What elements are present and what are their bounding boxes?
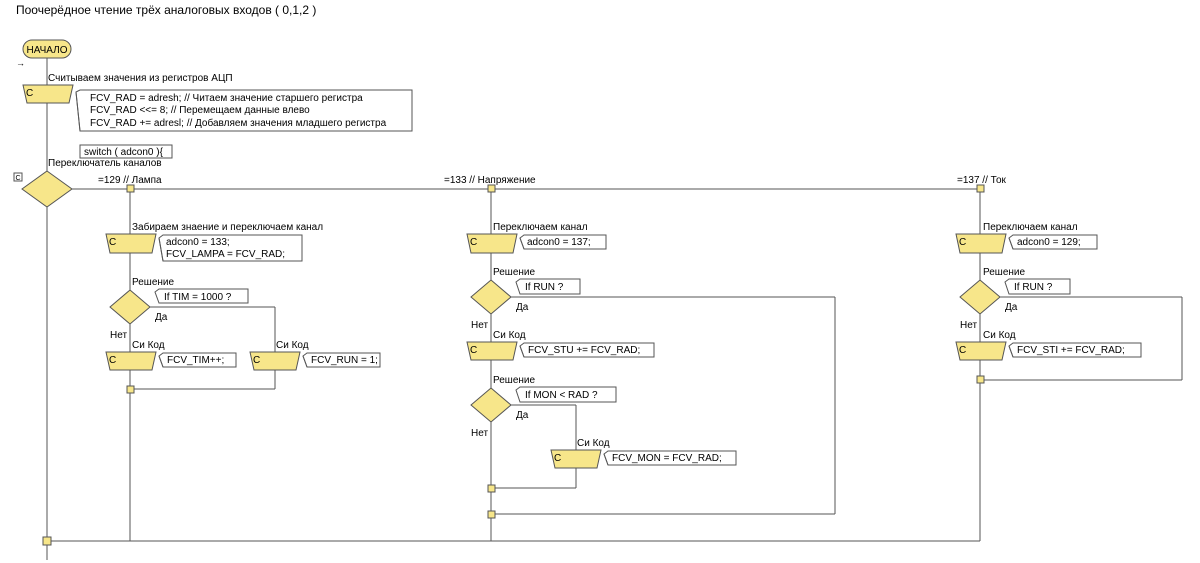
svg-text:C: C — [253, 355, 260, 366]
case-current-decision-comment: If RUN ? — [1004, 278, 1071, 295]
case-voltage-decision2-diamond[interactable] — [470, 387, 512, 423]
case-lamp-code-line-2: FCV_LAMPA = FCV_RAD; — [166, 249, 285, 260]
case-voltage-no1-label: Нет — [471, 320, 488, 331]
case-voltage-node — [487, 184, 496, 193]
case-lamp-yes-caption: Си Код — [276, 340, 309, 351]
case-voltage-decision2-comment: If MON < RAD ? — [515, 386, 617, 403]
entry-arrow-icon: → — [16, 58, 25, 68]
svg-text:If RUN ?: If RUN ? — [525, 282, 564, 293]
read-adc-block[interactable]: C — [22, 84, 74, 104]
case-voltage-stu-code-comment: FCV_STU += FCV_RAD; — [519, 342, 655, 358]
case-lamp-join-node — [126, 385, 135, 394]
case-current-yes-label: Да — [1005, 302, 1018, 313]
case-lamp-code-line-1: adcon0 = 133; — [166, 237, 230, 248]
svg-text:adcon0 = 137;: adcon0 = 137; — [527, 237, 591, 248]
case-voltage-decision2-caption: Решение — [493, 375, 535, 386]
case-voltage-decision1-caption: Решение — [493, 267, 535, 278]
svg-text:FCV_TIM++;: FCV_TIM++; — [167, 355, 224, 366]
svg-text:НАЧАЛО: НАЧАЛО — [26, 45, 67, 56]
switch-diamond[interactable] — [21, 170, 73, 208]
svg-text:If RUN ?: If RUN ? — [1014, 282, 1053, 293]
case-voltage-no2-label: Нет — [471, 428, 488, 439]
case-voltage-decision1-diamond[interactable] — [470, 279, 512, 315]
svg-text:adcon0 = 129;: adcon0 = 129; — [1017, 237, 1081, 248]
case-voltage-outer-join-node — [487, 510, 496, 519]
read-adc-code-line-2: FCV_RAD <<= 8; // Перемещаем данные влев… — [90, 105, 310, 116]
switch-caption: Переключатель каналов — [48, 158, 162, 169]
case-current-caption: Переключаем канал — [983, 222, 1078, 233]
case-lamp-yes-label: Да — [155, 312, 168, 323]
case-current-no-label: Нет — [960, 320, 977, 331]
svg-text:C: C — [959, 237, 966, 248]
svg-text:If TIM = 1000 ?: If TIM = 1000 ? — [164, 292, 232, 303]
case-lamp-block[interactable]: C — [105, 233, 157, 254]
case-voltage-caption: Переключаем канал — [493, 222, 588, 233]
case-lamp-decision-caption: Решение — [132, 277, 174, 288]
svg-text:switch ( adcon0 ){: switch ( adcon0 ){ — [84, 147, 164, 158]
case-lamp-no-code-comment: FCV_TIM++; — [158, 352, 237, 368]
read-adc-code-comment: FCV_RAD = adresh; // Читаем значение ста… — [75, 89, 413, 132]
svg-text:C: C — [109, 355, 116, 366]
case-current-join-node — [976, 375, 985, 384]
case-lamp-no-block[interactable]: C — [105, 351, 157, 371]
case-current-code-caption: Си Код — [983, 330, 1016, 341]
case-current-label: =137 // Ток — [957, 175, 1007, 186]
case-lamp-caption: Забираем знаение и переключаем канал — [132, 221, 323, 233]
case-voltage-yes1-label: Да — [516, 302, 529, 313]
switch-code-comment: switch ( adcon0 ){ — [79, 144, 173, 159]
case-voltage-code-comment: adcon0 = 137; — [519, 234, 607, 250]
svg-text:C: C — [470, 345, 477, 356]
case-lamp-yes-code-comment: FCV_RUN = 1; — [302, 352, 381, 368]
svg-text:If MON < RAD ?: If MON < RAD ? — [525, 390, 598, 401]
case-voltage-decision1-comment: If RUN ? — [515, 278, 581, 295]
case-voltage-mon-block[interactable]: C — [550, 449, 602, 469]
case-lamp-label: =129 // Лампа — [98, 175, 162, 186]
case-lamp-yes-block[interactable]: C — [249, 351, 301, 371]
case-voltage-stu-block[interactable]: C — [466, 341, 518, 361]
read-adc-caption: Считываем значения из регистров АЦП — [48, 73, 233, 84]
case-voltage-mon-code-comment: FCV_MON = FCV_RAD; — [603, 450, 737, 466]
svg-text:FCV_RUN = 1;: FCV_RUN = 1; — [311, 355, 378, 366]
case-lamp-decision-diamond[interactable] — [109, 289, 151, 325]
case-lamp-no-caption: Си Код — [132, 340, 165, 351]
case-current-code-comment: adcon0 = 129; — [1008, 234, 1098, 250]
case-current-sti-code-comment: FCV_STI += FCV_RAD; — [1008, 342, 1142, 358]
svg-text:C: C — [959, 345, 966, 356]
case-lamp-decision-comment: If TIM = 1000 ? — [154, 288, 249, 304]
switch-marker-icon: C — [13, 172, 23, 182]
svg-text:FCV_STU += FCV_RAD;: FCV_STU += FCV_RAD; — [528, 345, 640, 356]
svg-text:C: C — [554, 453, 561, 464]
case-lamp-code-comment: adcon0 = 133; FCV_LAMPA = FCV_RAD; — [158, 234, 303, 262]
case-voltage-yes2-label: Да — [516, 410, 529, 421]
case-voltage-mon-caption: Си Код — [577, 438, 610, 449]
case-current-decision-diamond[interactable] — [959, 279, 1001, 315]
diagram-title: Поочерёдное чтение трёх аналоговых входо… — [16, 3, 316, 17]
case-lamp-no-label: Нет — [110, 330, 127, 341]
start-node[interactable]: НАЧАЛО — [22, 39, 72, 59]
svg-text:C: C — [470, 237, 477, 248]
read-adc-code-line-1: FCV_RAD = adresh; // Читаем значение ста… — [90, 93, 363, 104]
read-adc-code-line-3: FCV_RAD += adresl; // Добавляем значения… — [90, 117, 387, 129]
case-current-block[interactable]: C — [955, 233, 1007, 254]
case-current-decision-caption: Решение — [983, 267, 1025, 278]
case-voltage-inner-join-node — [487, 484, 496, 493]
case-current-node — [976, 184, 985, 193]
case-voltage-block[interactable]: C — [466, 233, 518, 254]
case-lamp-node — [126, 184, 135, 193]
svg-text:C: C — [109, 237, 116, 248]
switch-merge-node — [42, 536, 52, 546]
svg-text:C: C — [26, 88, 33, 99]
case-voltage-code-caption: Си Код — [493, 330, 526, 341]
case-voltage-label: =133 // Напряжение — [444, 175, 536, 186]
svg-text:FCV_STI += FCV_RAD;: FCV_STI += FCV_RAD; — [1017, 345, 1125, 356]
case-current-sti-block[interactable]: C — [955, 341, 1007, 361]
svg-text:C: C — [16, 175, 21, 182]
svg-text:FCV_MON = FCV_RAD;: FCV_MON = FCV_RAD; — [612, 453, 722, 464]
